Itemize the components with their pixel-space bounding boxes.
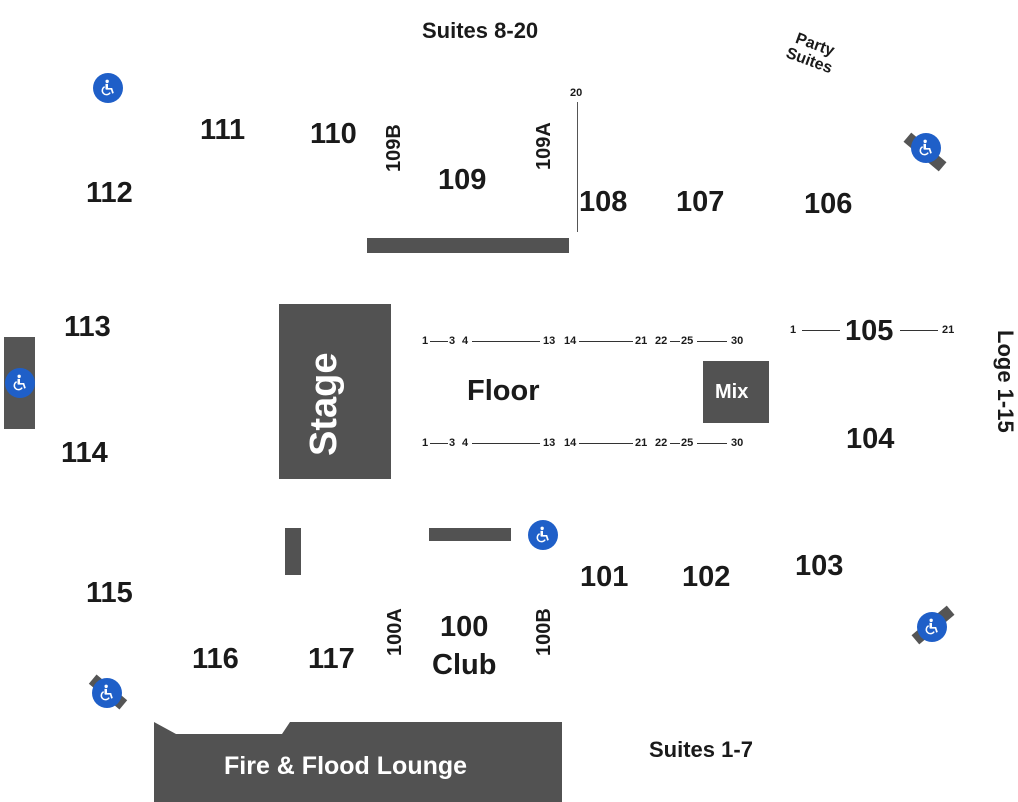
mix-label: Mix <box>715 381 749 403</box>
row-105-end: 21 <box>942 324 955 336</box>
section-100a[interactable]: 100A <box>384 608 406 656</box>
section-113[interactable]: 113 <box>64 311 111 343</box>
row-line <box>579 341 633 342</box>
suite-20-marker: 20 <box>570 87 583 99</box>
section-114[interactable]: 114 <box>61 437 108 469</box>
floor-row-marker: 22 <box>655 335 668 347</box>
riser-bar-top <box>367 238 569 253</box>
loge-1-15-label[interactable]: Loge 1-15 <box>993 330 1018 433</box>
wheelchair-icon[interactable] <box>5 368 35 398</box>
section-111[interactable]: 111 <box>200 114 246 146</box>
riser-bar-left <box>285 528 301 575</box>
section-100b[interactable]: 100B <box>533 608 555 656</box>
section-101[interactable]: 101 <box>580 561 629 593</box>
floor-row-marker: 1 <box>422 335 429 347</box>
wheelchair-icon[interactable] <box>93 73 123 103</box>
suite-divider-line <box>577 102 578 232</box>
row-line <box>670 341 680 342</box>
floor-row-marker: 3 <box>449 437 456 449</box>
section-116[interactable]: 116 <box>192 643 239 675</box>
fire-flood-lounge-label: Fire & Flood Lounge <box>224 752 468 780</box>
section-105[interactable]: 105 <box>845 315 894 347</box>
floor-row-marker: 14 <box>564 335 577 347</box>
section-108[interactable]: 108 <box>579 186 628 218</box>
wheelchair-icon[interactable] <box>911 133 941 163</box>
section-106[interactable]: 106 <box>804 188 853 220</box>
floor-row-marker: 25 <box>681 437 694 449</box>
floor-row-marker: 14 <box>564 437 577 449</box>
section-117[interactable]: 117 <box>308 643 355 675</box>
floor-section[interactable]: Floor <box>467 375 540 407</box>
stage[interactable]: Stage <box>279 304 391 479</box>
fire-flood-lounge-shape[interactable] <box>154 722 562 802</box>
wheelchair-icon[interactable] <box>917 612 947 642</box>
mix-position[interactable]: Mix <box>703 361 769 423</box>
row-line <box>670 443 680 444</box>
floor-row-marker: 3 <box>449 335 456 347</box>
floor-row-marker: 4 <box>462 335 469 347</box>
row-line <box>430 341 448 342</box>
floor-row-marker: 13 <box>543 335 556 347</box>
section-100-club[interactable]: Club <box>432 649 497 681</box>
floor-row-marker: 30 <box>731 437 744 449</box>
section-109b[interactable]: 109B <box>383 124 405 172</box>
row-line <box>697 443 727 444</box>
section-104[interactable]: 104 <box>846 423 895 455</box>
row-line <box>472 341 540 342</box>
section-107[interactable]: 107 <box>676 186 725 218</box>
floor-row-marker: 21 <box>635 437 648 449</box>
floor-row-marker: 21 <box>635 335 648 347</box>
floor-row-marker: 4 <box>462 437 469 449</box>
row-line <box>430 443 448 444</box>
suites-8-20-label[interactable]: Suites 8-20 <box>422 18 539 43</box>
section-109a[interactable]: 109A <box>533 122 555 170</box>
row-line <box>579 443 633 444</box>
wheelchair-icon[interactable] <box>92 678 122 708</box>
wheelchair-icon[interactable] <box>528 520 558 550</box>
floor-row-marker: 30 <box>731 335 744 347</box>
floor-row-marker: 25 <box>681 335 694 347</box>
floor-row-marker: 1 <box>422 437 429 449</box>
section-100[interactable]: 100 <box>440 611 489 643</box>
floor-row-marker: 13 <box>543 437 556 449</box>
section-103[interactable]: 103 <box>795 550 844 582</box>
riser-bar-center <box>429 528 511 541</box>
section-102[interactable]: 102 <box>682 561 731 593</box>
stage-label: Stage <box>303 352 345 456</box>
party-suites-label[interactable]: Party Suites <box>784 29 841 77</box>
row-105-start: 1 <box>790 324 797 336</box>
floor-row-marker: 22 <box>655 437 668 449</box>
suites-1-7-label[interactable]: Suites 1-7 <box>649 737 753 762</box>
row-line <box>697 341 727 342</box>
section-112[interactable]: 112 <box>86 177 133 209</box>
row-line <box>802 330 840 331</box>
section-115[interactable]: 115 <box>86 577 133 609</box>
row-line <box>900 330 938 331</box>
row-line <box>472 443 540 444</box>
section-109[interactable]: 109 <box>438 164 487 196</box>
section-110[interactable]: 110 <box>310 118 357 150</box>
